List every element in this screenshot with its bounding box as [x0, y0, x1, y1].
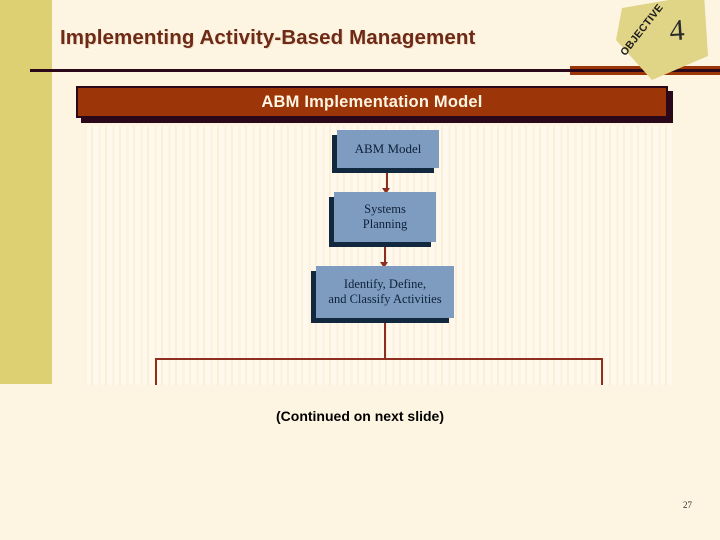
connector-bracket-horizontal — [155, 358, 603, 360]
page-number: 27 — [683, 500, 692, 510]
identify-activities-box: Identify, Define, and Classify Activitie… — [316, 266, 454, 318]
badge-shape-icon — [616, 0, 708, 80]
connector-systems-to-identify-line — [384, 247, 386, 264]
connector-abm-to-systems-arrowhead-icon — [382, 188, 390, 194]
systems-planning-box-label-line1: Systems — [364, 202, 406, 217]
connector-abm-to-systems-line — [386, 173, 388, 190]
banner: ABM Implementation Model — [76, 86, 673, 123]
connector-bracket-left-stub — [155, 358, 157, 385]
banner-title: ABM Implementation Model — [261, 92, 483, 111]
abm-model-box: ABM Model — [337, 130, 439, 168]
flowchart-image: ABM Model Systems Planning Identify, Def… — [84, 126, 672, 385]
systems-planning-box-label-line2: Planning — [362, 217, 408, 231]
banner-box: ABM Implementation Model — [76, 86, 668, 118]
page-title: Implementing Activity-Based Management — [60, 26, 476, 49]
connector-systems-to-identify-arrowhead-icon — [380, 262, 388, 268]
systems-planning-box: Systems Planning — [334, 192, 436, 242]
title-rule — [30, 69, 613, 72]
continued-note: (Continued on next slide) — [276, 408, 444, 424]
objective-badge: OBJECTIVE 4 — [608, 0, 712, 80]
objective-badge-number: 4 — [668, 13, 686, 48]
sidebar-accent-band — [0, 0, 52, 384]
identify-activities-box-label-line1: Identify, Define, — [343, 277, 427, 292]
connector-bracket-right-stub — [601, 358, 603, 385]
connector-bracket-stem — [384, 323, 386, 359]
identify-activities-box-label-line2: and Classify Activities — [328, 292, 442, 306]
abm-model-box-label: ABM Model — [354, 141, 422, 157]
